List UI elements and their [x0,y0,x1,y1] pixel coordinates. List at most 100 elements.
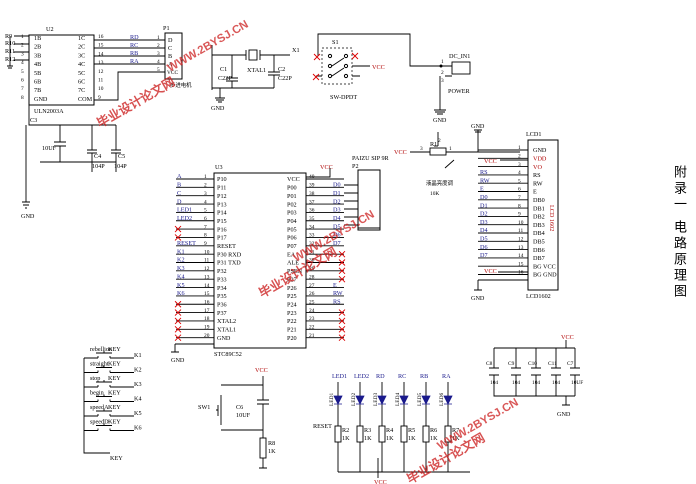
u3-pin-right: P20 [287,335,297,342]
lcd-gnd: GND [471,295,485,302]
u2-ref: U2 [46,26,54,33]
c4-value: 104P [92,163,105,170]
p1-pin-d: D [168,37,173,44]
xtal-ref: XTAL1 [247,67,266,74]
u2-pinnum-right: 15 [98,43,104,49]
p1-pin-vcc: VCC [167,70,178,76]
u3-pinnum-right: 22 [309,325,315,331]
u3-pin-right: P25 [287,293,297,300]
u3-pin-right: P05 [287,226,297,233]
u2-pin-right: 5C [78,70,85,77]
u3-pinnum-right: 27 [309,283,315,289]
u3-net-right: D6 [333,232,341,239]
led-ref: LED3 [373,393,379,406]
lcd-pin-num: 5 [518,178,521,184]
u2-pinnum-left: 5 [21,69,24,75]
p1-pin-c: C [168,45,172,52]
u3-net-right: D2 [333,198,341,205]
no-connect-mark [174,325,182,333]
reset-vcc: VCC [255,367,268,374]
u3-net-left: B [177,182,181,189]
c4-ref: C4 [94,153,101,160]
u2-pin-right: 2C [78,44,85,51]
lcd-pin-num: 12 [518,237,524,243]
lcd-pin-num: 3 [518,162,521,168]
u3-pinnum-left: 7 [204,224,207,230]
crystal-oscillator: XTAL1 X1 C1 C2 C22P C22P GND [211,45,300,112]
no-connect-mark [338,267,346,275]
u3-pinnum-right: 31 [309,249,315,255]
u3-pinnum-left: 1 [204,174,207,180]
lcd-pin-num: 10 [518,220,524,226]
bypass-cap-value: 10UF [571,380,583,386]
u3-pinnum-left: 18 [204,316,210,322]
u3-pin-left: P15 [217,218,227,225]
key-switch-symbol [84,394,134,402]
u2-pinnum-left: 4 [21,60,24,66]
u3-ref: U3 [215,164,223,171]
led-resistor [422,425,430,443]
led-res-value: 1K [430,435,438,442]
lcd-vcc: VCC [484,158,497,165]
net-rc: RC [130,42,138,49]
u2-pin-left: 1B [34,35,41,42]
u2-pinnum-right: 13 [98,60,104,66]
u3-net-right: E [333,282,337,289]
u3-pin-left: GND [217,335,231,342]
lcd-net: D6 [480,244,488,251]
lcd-part: LCD1602 [526,293,551,300]
led-res-ref: R3 [364,427,371,434]
r1-gnd: GND [471,123,485,130]
u3-pinnum-left: 10 [204,249,210,255]
u2-part: ULN2003A [34,108,64,115]
no-connect-mark [174,300,182,308]
s1-vcc: VCC [372,64,385,71]
u3-net-left: LED2 [177,215,192,222]
lcd-pin-num: 8 [518,203,521,209]
u3-pin-right: P02 [287,201,297,208]
key-ref: K5 [134,410,142,417]
led-resistor [356,425,364,443]
r8-value: 1K [268,448,276,455]
u3-net-right: RW [333,290,343,297]
u2-pinnum-left: 8 [21,95,24,101]
c5-ref: C5 [118,153,125,160]
u3-pinnum-left: 3 [204,191,207,197]
u3-pin-right: P24 [287,301,297,308]
u3-net-left: K3 [177,265,185,272]
u3-pin-left: P31 TXD [217,260,241,267]
key-ref: K6 [134,425,142,432]
dc-pin-1: 1 [441,59,444,65]
led-resistor [334,425,342,443]
u3-pinnum-left: 6 [204,216,207,222]
key-word: KEY [108,404,121,411]
led-res-ref: R6 [430,427,437,434]
lcd-pin: GND [533,147,547,154]
led-net: RD [376,373,385,380]
lcd-pin-num: 14 [518,253,524,259]
c2-ref: C2 [278,66,285,73]
p1-body [164,32,183,80]
u3-net-left: K5 [177,282,185,289]
p1-num-1: 1 [157,35,160,41]
u3-pin-left: P10 [217,176,227,183]
key-word: KEY [108,390,121,397]
u2-pin-left: 5B [34,70,41,77]
lcd-pin: VDD [533,156,547,163]
u3-net-left: C [177,190,181,197]
led-res-ref: R4 [386,427,393,434]
r1-note: 液晶亮度调 [426,179,453,187]
u3-body [213,172,307,349]
u3-pin-left: P16 [217,226,227,233]
u2-pinnum-left: 6 [21,78,24,84]
c6-ref: C6 [236,404,243,411]
no-connect-mark [338,250,346,258]
lcd-net: D5 [480,236,488,243]
r1-pin-1: 1 [449,146,452,152]
u3-net-left: RESET [177,240,196,247]
lcd-pin-num: 15 [518,261,524,267]
no-connect-mark [338,325,346,333]
u3-pinnum-right: 32 [309,241,315,247]
key-word: KEY [108,419,121,426]
c5-value: 104P [114,163,127,170]
